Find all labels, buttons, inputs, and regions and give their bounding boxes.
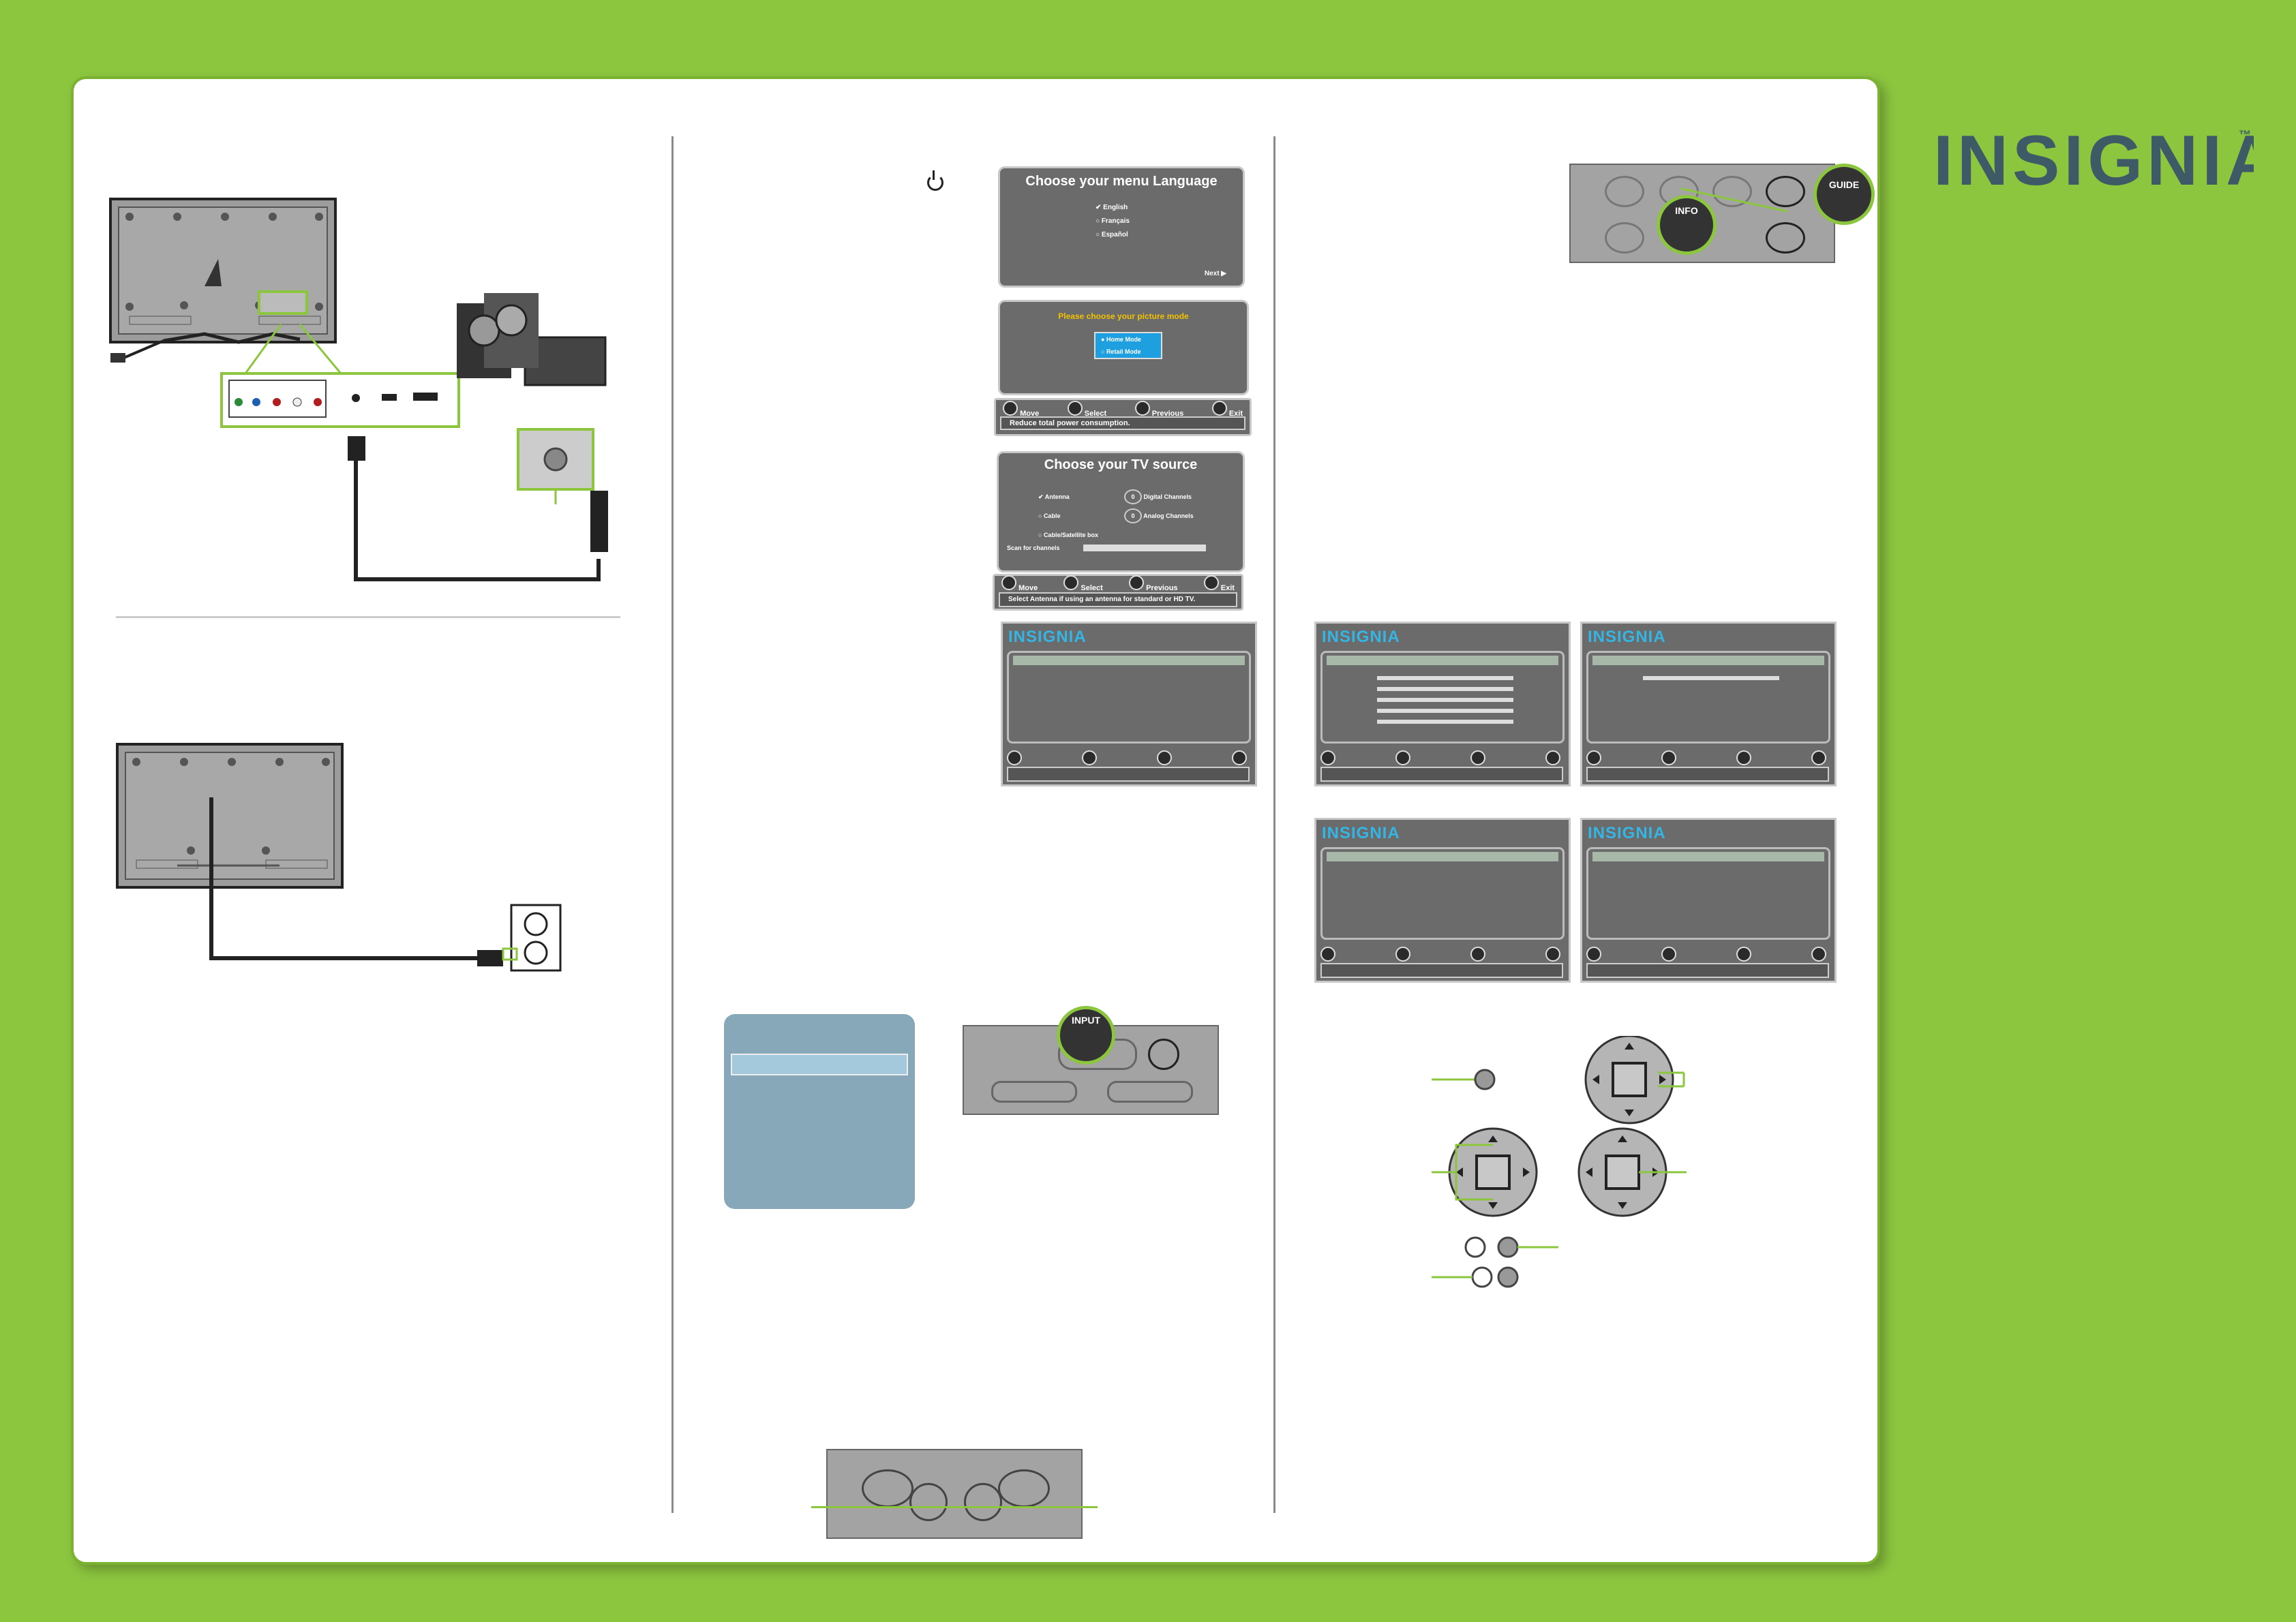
input-source-selected-row[interactable]	[731, 1054, 908, 1075]
retail-mode-option[interactable]: ○ Retail Mode	[1101, 348, 1141, 355]
source-message: Select Antenna if using an antenna for s…	[999, 592, 1237, 607]
next-button[interactable]: Next ▶	[1204, 270, 1226, 277]
input-source-list	[724, 1014, 915, 1209]
language-option-spanish[interactable]: ○ Español	[1096, 231, 1128, 239]
source-hint-bar: Move Select Previous Exit Select Antenna…	[993, 574, 1243, 611]
hint-select: Select	[1067, 400, 1106, 418]
picture-message: Reduce total power consumption.	[1000, 416, 1245, 430]
picture-hint-bar: Move Select Previous Exit Reduce total p…	[994, 398, 1252, 436]
input-button[interactable]: INPUT	[1057, 1006, 1115, 1065]
insignia-logo: INSIGNIA ™	[1933, 121, 2254, 195]
guide-button[interactable]: GUIDE	[1813, 164, 1875, 225]
source-hint-exit: Exit	[1203, 575, 1235, 592]
source-hint-previous: Previous	[1129, 575, 1178, 592]
power-icon	[927, 174, 943, 191]
language-title: Choose your menu Language	[1025, 174, 1218, 189]
language-option-english[interactable]: ✔ English	[1096, 204, 1128, 211]
audio-connection-diagram	[109, 198, 608, 581]
section-divider	[116, 616, 620, 618]
info-button[interactable]: INFO	[1657, 195, 1717, 255]
tv-source-title: Choose your TV source	[1044, 457, 1198, 472]
column-divider-1	[671, 136, 674, 1513]
insignia-menu-screen-3: INSIGNIA	[1580, 622, 1837, 786]
source-hint-move: Move	[1001, 575, 1038, 592]
power-icon-stem	[933, 170, 935, 180]
hint-previous: Previous	[1134, 400, 1183, 418]
svg-text:™: ™	[2239, 128, 2251, 142]
analog-channels-count: 0 Analog Channels	[1124, 506, 1194, 525]
guide-panel	[71, 76, 1880, 1565]
picture-mode-title: Please choose your picture mode	[1058, 311, 1189, 321]
volume-callout-line	[811, 1506, 1098, 1508]
source-option-satellite[interactable]: ○ Cable/Satellite box	[1038, 532, 1098, 538]
insignia-menu-screen-2: INSIGNIA	[1314, 622, 1571, 786]
hint-move: Move	[1003, 400, 1039, 418]
hint-exit: Exit	[1211, 400, 1243, 418]
language-screen: Choose your menu Language ✔ English ○ Fr…	[998, 166, 1245, 288]
scan-label: Scan for channels	[1007, 545, 1060, 551]
input-ring-button[interactable]	[1148, 1039, 1179, 1070]
column-divider-2	[1273, 136, 1275, 1513]
svg-text:INSIGNIA: INSIGNIA	[1933, 121, 2254, 195]
navigation-diagrams	[1432, 1036, 1687, 1288]
source-hint-select: Select	[1063, 575, 1103, 592]
picture-mode-screen: Please choose your picture mode ● Home M…	[998, 300, 1249, 395]
home-mode-option[interactable]: ● Home Mode	[1101, 336, 1141, 343]
insignia-menu-screen-5: INSIGNIA	[1580, 818, 1837, 983]
source-option-cable[interactable]: ○ Cable	[1038, 512, 1061, 519]
tv-source-screen: Choose your TV source ✔ Antenna ○ Cable …	[997, 451, 1245, 572]
power-connection-diagram	[116, 743, 562, 972]
insignia-menu-screen-4: INSIGNIA	[1314, 818, 1571, 983]
insignia-menu-screen-1: INSIGNIA	[1001, 622, 1257, 786]
mini-logo: INSIGNIA	[1008, 628, 1087, 646]
scan-progress-bar	[1083, 545, 1206, 551]
language-option-french[interactable]: ○ Français	[1096, 217, 1130, 225]
volume-remote-closeup	[826, 1449, 1083, 1539]
digital-channels-count: 0 Digital Channels	[1124, 487, 1194, 506]
source-option-antenna[interactable]: ✔ Antenna	[1038, 493, 1070, 500]
